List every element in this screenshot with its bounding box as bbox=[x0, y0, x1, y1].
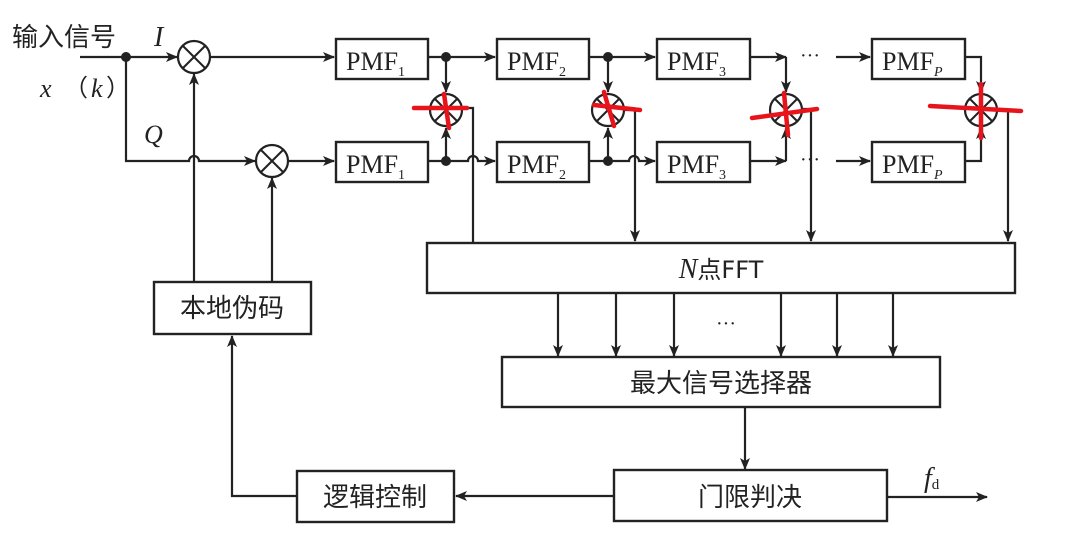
local-code-label: 本地伪码 bbox=[180, 294, 284, 324]
svg-text:PMF3: PMF3 bbox=[667, 150, 726, 183]
input-label: 输入信号 bbox=[12, 23, 116, 53]
threshold-label: 门限判决 bbox=[698, 483, 802, 513]
multiplier-I bbox=[176, 39, 212, 75]
pmf-bottom-1: PMF1 bbox=[334, 140, 430, 184]
fft-label: N点FFT bbox=[678, 254, 764, 285]
paren-open: （ bbox=[64, 76, 88, 102]
wire-v bbox=[965, 127, 986, 163]
red-cross-p bbox=[927, 81, 1024, 141]
local-code-box bbox=[152, 280, 313, 336]
multiplier-Q bbox=[254, 143, 290, 179]
input-I-label: I bbox=[153, 22, 165, 53]
pmf-top-p: PMFP bbox=[870, 37, 967, 81]
fft-box bbox=[425, 241, 1017, 295]
pmf-top-2: PMF2 bbox=[495, 37, 591, 81]
svg-text:PMF2: PMF2 bbox=[507, 47, 566, 80]
bottom-wire-1-2 bbox=[428, 154, 496, 166]
max-selector-label: 最大信号选择器 bbox=[630, 369, 812, 399]
logic-to-local-code bbox=[227, 335, 297, 498]
logic-control-label: 逻辑控制 bbox=[323, 483, 427, 513]
fft-out-ellipsis: ··· bbox=[716, 313, 736, 335]
pmf-bottom-2: PMF2 bbox=[495, 140, 591, 184]
pmf-top-1: PMF1 bbox=[334, 37, 430, 81]
top-ellipsis: ··· bbox=[800, 45, 820, 67]
pmf-bottom-3: PMF3 bbox=[655, 140, 752, 184]
svg-text:PMF1: PMF1 bbox=[346, 150, 405, 183]
svg-text:PMFP: PMFP bbox=[882, 150, 943, 183]
mult3-to-fft bbox=[802, 107, 816, 242]
pmf-top-3: PMF3 bbox=[655, 37, 752, 81]
input-k-label: k bbox=[91, 74, 103, 103]
svg-text:PMF1: PMF1 bbox=[346, 47, 405, 80]
output-fd-label: fd bbox=[924, 463, 940, 494]
bottom-wire-2-3 bbox=[589, 154, 656, 166]
mult1-to-fft bbox=[462, 106, 475, 243]
svg-text:PMF2: PMF2 bbox=[507, 150, 566, 183]
branch-Q-label: Q bbox=[144, 120, 163, 149]
multp-to-fft bbox=[997, 108, 1013, 242]
red-cross-1 bbox=[411, 91, 470, 131]
mult2-to-fft bbox=[624, 108, 640, 242]
pmf-bottom-p: PMFP bbox=[870, 140, 967, 184]
svg-text:PMFP: PMFP bbox=[882, 47, 943, 80]
wire-v bbox=[965, 55, 986, 93]
svg-text:PMF3: PMF3 bbox=[667, 47, 726, 80]
max-selector-box bbox=[500, 355, 942, 409]
red-cross-3 bbox=[749, 90, 820, 138]
threshold-box bbox=[612, 468, 889, 523]
input-x-label: x bbox=[39, 74, 52, 103]
red-cross-2 bbox=[591, 89, 643, 129]
